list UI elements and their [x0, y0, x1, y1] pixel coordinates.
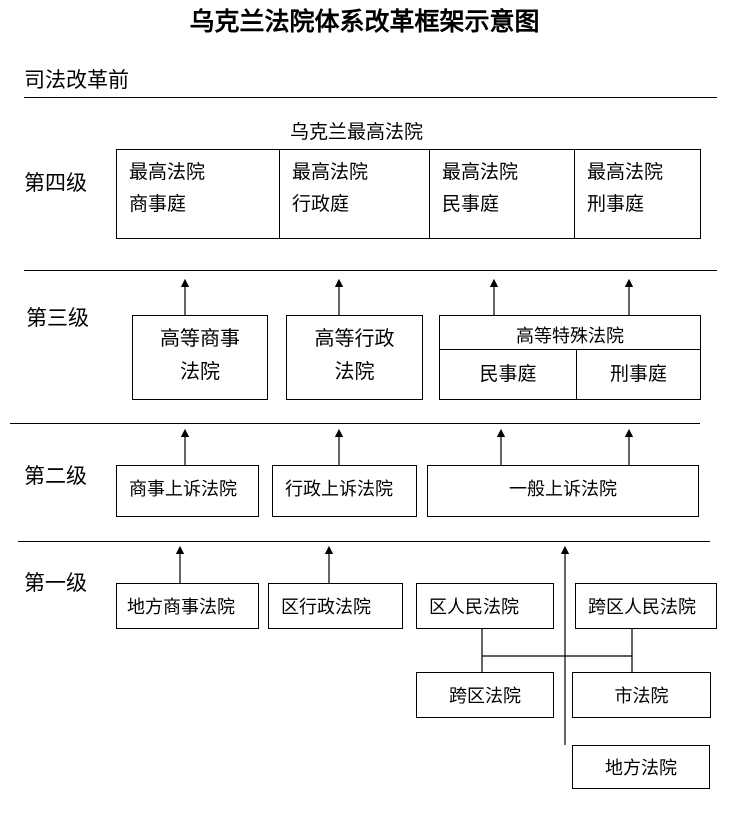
special-civil-chamber: 民事庭	[479, 363, 537, 385]
inter-district-people-court: 跨区人民法院	[575, 583, 717, 629]
chamber-line1: 最高法院	[442, 161, 519, 183]
court-name: 区行政法院	[281, 597, 371, 618]
chamber-line1: 最高法院	[292, 161, 369, 183]
general-appeal-court: 一般上诉法院	[427, 465, 699, 517]
supreme-chamber-criminal: 最高法院 刑事庭	[575, 150, 700, 238]
inter-district-court: 跨区法院	[416, 672, 554, 718]
higher-administrative-court: 高等行政 法院	[286, 315, 423, 400]
divider-level3-2	[10, 423, 700, 424]
special-court-divider	[440, 349, 700, 350]
court-name: 跨区人民法院	[588, 597, 696, 618]
level-1-label: 第一级	[24, 571, 87, 595]
commercial-appeal-court: 商事上诉法院	[116, 465, 259, 517]
divider-level4-3	[24, 270, 717, 271]
chamber-line2: 刑事庭	[587, 193, 645, 215]
level-2-label: 第二级	[24, 464, 87, 488]
supreme-chamber-administrative: 最高法院 行政庭	[280, 150, 430, 238]
level-4-label: 第四级	[24, 171, 87, 195]
supreme-chamber-commercial: 最高法院 商事庭	[117, 150, 280, 238]
administrative-appeal-court: 行政上诉法院	[272, 465, 417, 517]
special-criminal-chamber: 刑事庭	[609, 363, 667, 385]
higher-commercial-court: 高等商事 法院	[132, 315, 268, 400]
level-3-label: 第三级	[26, 306, 89, 330]
court-line1: 高等行政	[314, 326, 395, 350]
court-name: 地方法院	[605, 758, 677, 779]
section-label: 司法改革前	[24, 68, 129, 92]
city-court: 市法院	[572, 672, 711, 718]
court-line2: 法院	[180, 359, 220, 383]
supreme-court-box: 最高法院 商事庭 最高法院 行政庭 最高法院 民事庭 最高法院 刑事庭	[116, 149, 701, 239]
chamber-line2: 行政庭	[292, 193, 350, 215]
page-title: 乌克兰法院体系改革框架示意图	[189, 7, 540, 36]
court-line2: 法院	[334, 359, 375, 383]
district-people-court: 区人民法院	[416, 583, 554, 629]
chamber-line1: 最高法院	[129, 161, 206, 183]
supreme-chamber-civil: 最高法院 民事庭	[430, 150, 575, 238]
higher-special-court: 高等特殊法院 民事庭 刑事庭	[439, 315, 701, 400]
divider-level2-1	[18, 541, 710, 542]
special-court-name: 高等特殊法院	[516, 326, 624, 347]
local-court: 地方法院	[572, 745, 710, 789]
local-commercial-court: 地方商事法院	[116, 583, 259, 629]
court-name: 区人民法院	[429, 597, 519, 618]
court-name: 地方商事法院	[127, 597, 235, 618]
divider-top	[24, 97, 717, 98]
court-name: 一般上诉法院	[509, 479, 617, 500]
special-court-vdivider	[576, 349, 577, 399]
court-name: 行政上诉法院	[285, 479, 393, 500]
court-name: 市法院	[614, 686, 669, 707]
court-name: 跨区法院	[449, 686, 521, 707]
chamber-line2: 民事庭	[442, 193, 500, 215]
court-line1: 高等商事	[160, 326, 240, 350]
chamber-line1: 最高法院	[587, 161, 664, 183]
supreme-court-label: 乌克兰最高法院	[290, 121, 424, 143]
district-administrative-court: 区行政法院	[268, 583, 403, 629]
chamber-line2: 商事庭	[129, 193, 187, 215]
court-name: 商事上诉法院	[129, 479, 237, 500]
